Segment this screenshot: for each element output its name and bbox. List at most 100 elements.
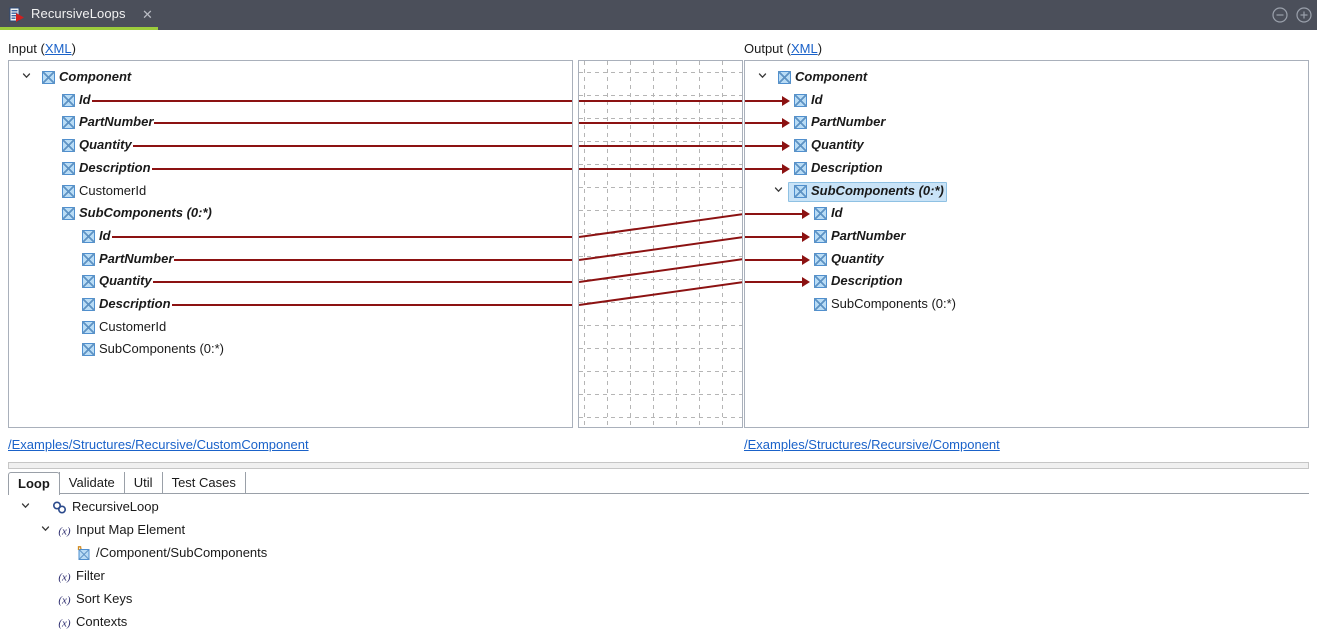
xml-element-icon	[794, 184, 807, 198]
mapping-arrow-head	[782, 118, 790, 129]
function-fx-icon: (x)	[56, 523, 71, 538]
mapping-link-straight[interactable]	[579, 99, 742, 102]
grid-line-horizontal	[579, 371, 742, 372]
mapping-grid-panel[interactable]	[578, 60, 743, 428]
grid-line-horizontal	[579, 95, 742, 96]
grid-line-horizontal	[579, 279, 742, 280]
chevron-down-icon[interactable]	[773, 181, 784, 203]
mapping-arrow-line	[745, 167, 782, 170]
input-tree-row[interactable]: Component	[9, 67, 572, 89]
grid-line-horizontal	[579, 302, 742, 303]
input-tree-row[interactable]: Id	[9, 226, 572, 248]
xml-element-icon	[42, 71, 55, 84]
loop-tree-row[interactable]: RecursiveLoop	[8, 496, 1309, 519]
output-tree-row[interactable]: PartNumber	[745, 226, 1308, 248]
mapping-arrow-line	[745, 281, 802, 284]
maximize-icon[interactable]	[1295, 6, 1313, 24]
panel-splitter[interactable]	[8, 462, 1309, 469]
output-tree-row[interactable]: Component	[745, 67, 1308, 89]
xml-element-icon	[794, 139, 807, 153]
bottom-tab-util[interactable]: Util	[123, 472, 163, 494]
minimize-icon[interactable]	[1271, 6, 1289, 24]
output-node-label: Component	[795, 69, 868, 84]
bottom-tab-validate[interactable]: Validate	[58, 472, 125, 494]
mapping-arrow-line	[745, 99, 782, 102]
xml-element-icon	[62, 207, 75, 221]
loop-tree-row[interactable]: (x)Contexts	[8, 611, 1309, 634]
mapping-link-slanted[interactable]	[579, 213, 742, 238]
bottom-tab-loop[interactable]: Loop	[8, 472, 60, 495]
loop-tree-row[interactable]: (x)Input Map Element	[8, 519, 1309, 542]
output-section-label: Output (XML)	[744, 41, 822, 56]
input-tree-row[interactable]: Description	[9, 158, 572, 180]
grid-line-horizontal	[579, 394, 742, 395]
grid-line-horizontal	[579, 417, 742, 418]
loop-tree-row[interactable]: (x)Filter	[8, 565, 1309, 588]
grid-line-horizontal	[579, 325, 742, 326]
output-structure-path-link[interactable]: /Examples/Structures/Recursive/Component	[744, 437, 1000, 452]
output-tree-row[interactable]: Description	[745, 158, 1308, 180]
input-node-label: Quantity	[79, 137, 132, 153]
input-node-label: Description	[79, 159, 151, 175]
editor-tab-recursiveloops[interactable]: RecursiveLoops ✕	[0, 0, 158, 30]
mapping-link-straight[interactable]	[579, 167, 742, 170]
input-node-label: SubComponents (0:*)	[99, 341, 225, 357]
chevron-down-icon[interactable]	[40, 519, 51, 542]
grid-line-vertical	[653, 61, 654, 427]
output-tree-row[interactable]: Id	[745, 90, 1308, 112]
loop-tree-row[interactable]: (x)Sort Keys	[8, 588, 1309, 611]
mapping-connector-stub	[152, 167, 572, 170]
xml-element-icon	[82, 275, 95, 289]
input-tree-row[interactable]: Id	[9, 90, 572, 112]
xml-element-icon	[62, 139, 75, 153]
svg-text:(x): (x)	[58, 572, 71, 584]
input-xml-link[interactable]: XML	[44, 41, 72, 56]
chevron-down-icon[interactable]	[757, 67, 768, 89]
output-tree-row[interactable]: SubComponents (0:*)	[745, 294, 1308, 316]
chevron-down-icon[interactable]	[20, 496, 31, 519]
output-node-label: Description	[811, 159, 883, 175]
output-node-label: Id	[831, 205, 843, 221]
output-tree-row[interactable]: Id	[745, 203, 1308, 225]
grid-line-horizontal	[579, 118, 742, 119]
input-structure-path-link[interactable]: /Examples/Structures/Recursive/CustomCom…	[8, 437, 309, 452]
bottom-tab-test-cases[interactable]: Test Cases	[161, 472, 246, 494]
xml-element-icon	[82, 252, 95, 266]
mapping-arrow-line	[745, 213, 802, 216]
output-tree-row[interactable]: PartNumber	[745, 112, 1308, 134]
output-xml-link[interactable]: XML	[790, 41, 818, 56]
input-tree-row[interactable]: CustomerId	[9, 317, 572, 339]
mapping-connector-stub	[154, 122, 572, 125]
mapping-arrow-line	[745, 122, 782, 125]
output-tree-row[interactable]: Description	[745, 271, 1308, 293]
input-tree-row[interactable]: SubComponents (0:*)	[9, 339, 572, 361]
mapping-link-straight[interactable]	[579, 145, 742, 148]
input-node-label: SubComponents (0:*)	[79, 205, 212, 221]
function-fx-icon: (x)	[56, 615, 71, 630]
input-tree-row[interactable]: Description	[9, 294, 572, 316]
input-tree-row[interactable]: Quantity	[9, 135, 572, 157]
grid-line-horizontal	[579, 256, 742, 257]
mapping-connector-stub	[133, 145, 572, 148]
input-tree-row[interactable]: PartNumber	[9, 249, 572, 271]
input-tree-row[interactable]: CustomerId	[9, 181, 572, 203]
output-tree-row[interactable]: Quantity	[745, 249, 1308, 271]
close-icon[interactable]: ✕	[142, 7, 153, 22]
loop-tree-row[interactable]: /Component/SubComponents	[8, 542, 1309, 565]
mapping-link-straight[interactable]	[579, 122, 742, 125]
output-node-label: Quantity	[831, 250, 884, 266]
input-tree-row[interactable]: SubComponents (0:*)	[9, 203, 572, 225]
mapping-connector-stub	[92, 99, 572, 102]
output-tree-row[interactable]: Quantity	[745, 135, 1308, 157]
chevron-down-icon[interactable]	[21, 67, 32, 89]
input-tree-row[interactable]: PartNumber	[9, 112, 572, 134]
grid-line-horizontal	[579, 164, 742, 165]
output-tree-row[interactable]: SubComponents (0:*)	[745, 181, 1308, 203]
input-tree-row[interactable]: Quantity	[9, 271, 572, 293]
xml-element-icon	[62, 116, 75, 130]
xml-element-icon	[814, 252, 827, 266]
